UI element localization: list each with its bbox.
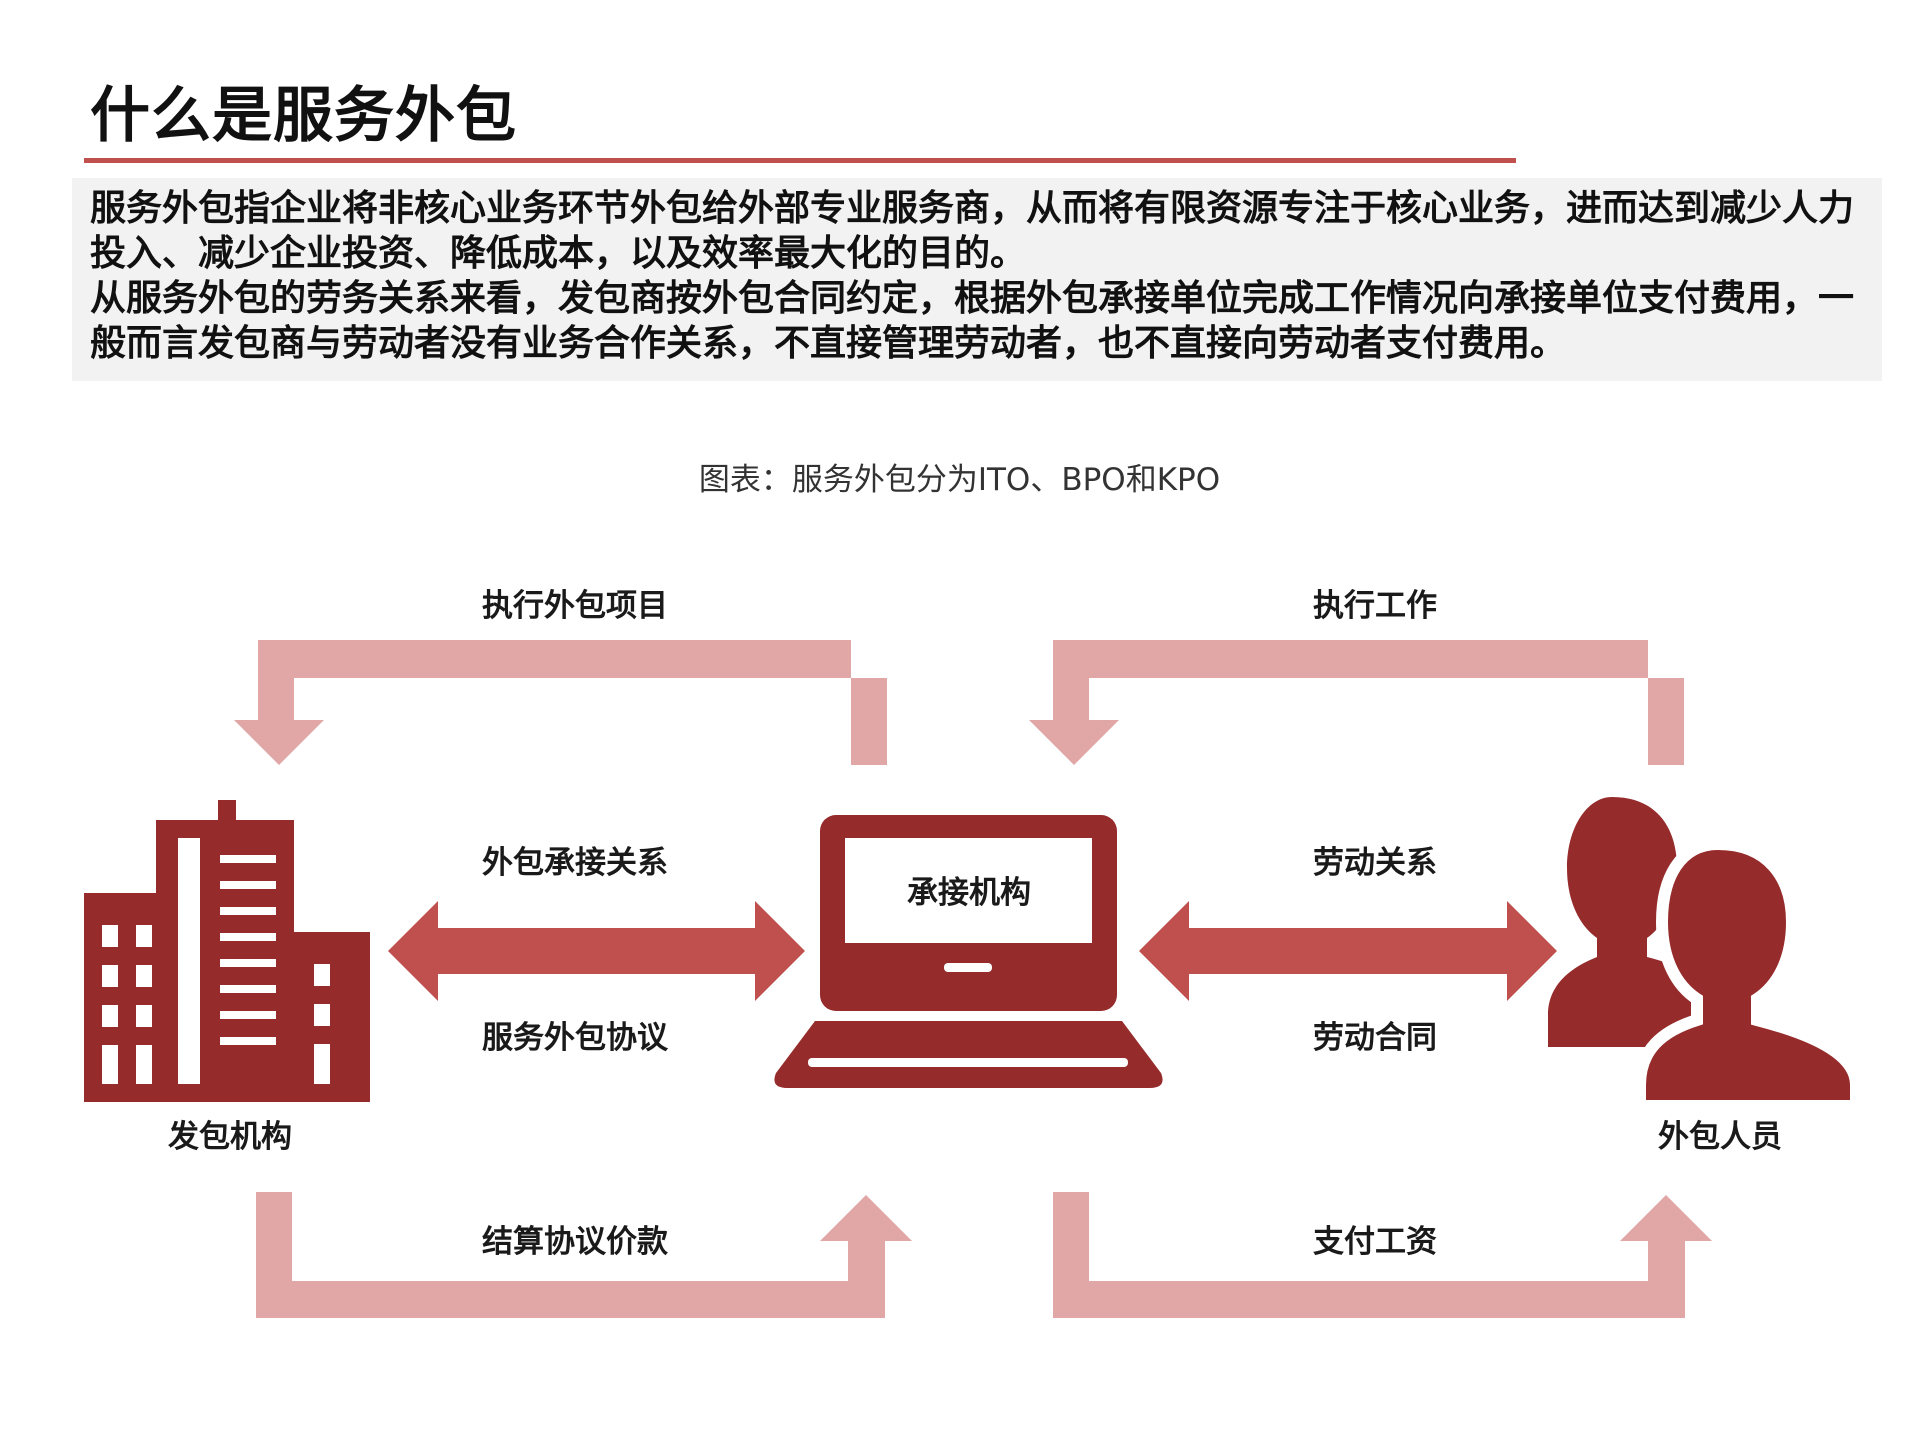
flow-arrow-bottom-left <box>256 1192 912 1318</box>
flow-label-top-left: 执行外包项目 <box>482 588 668 624</box>
flow-label-mid-right-upper: 劳动关系 <box>1313 845 1437 881</box>
node-label-client: 发包机构 <box>168 1119 292 1155</box>
flow-label-mid-right-lower: 劳动合同 <box>1313 1020 1437 1056</box>
people-icon <box>1548 797 1862 1112</box>
intro-paragraph-2: 从服务外包的劳务关系来看，发包商按外包合同约定，根据外包承接单位完成工作情况向承… <box>90 278 1855 364</box>
office-building-icon <box>84 800 370 1102</box>
flow-label-top-right: 执行工作 <box>1313 588 1437 624</box>
node-label-workers: 外包人员 <box>1658 1119 1782 1155</box>
flow-label-bottom-left: 结算协议价款 <box>482 1224 668 1260</box>
double-arrow-left <box>388 901 805 1001</box>
page-title: 什么是服务外包 <box>90 81 517 151</box>
flow-label-bottom-right: 支付工资 <box>1313 1224 1437 1260</box>
node-label-contractor: 承接机构 <box>907 875 1031 911</box>
intro-box: 服务外包指企业将非核心业务环节外包给外部专业服务商，从而将有限资源专注于核心业务… <box>72 178 1882 381</box>
flow-label-mid-left-lower: 服务外包协议 <box>482 1020 668 1056</box>
flow-arrow-bottom-right <box>1053 1192 1712 1318</box>
laptop-icon <box>774 815 1163 1088</box>
flow-label-mid-left-upper: 外包承接关系 <box>482 845 668 881</box>
flow-arrow-top-right <box>1029 640 1684 765</box>
double-arrow-right <box>1139 901 1557 1001</box>
title-divider <box>84 158 1516 163</box>
intro-paragraph-1: 服务外包指企业将非核心业务环节外包给外部专业服务商，从而将有限资源专注于核心业务… <box>90 188 1855 274</box>
figure-caption: 图表：服务外包分为ITO、BPO和KPO <box>698 462 1221 498</box>
flow-arrow-top-left <box>234 640 887 765</box>
